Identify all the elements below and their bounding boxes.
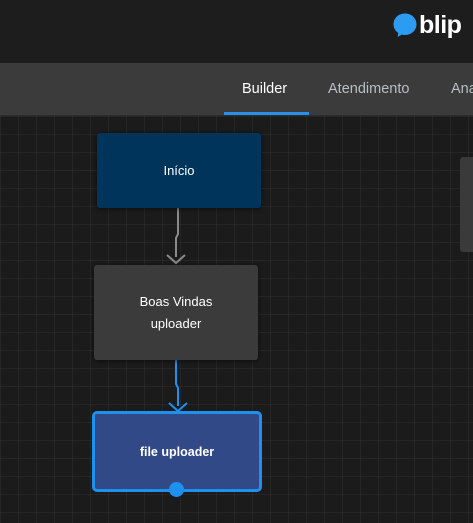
flow-node-file-uploader[interactable]: file uploader xyxy=(92,411,262,492)
logo-text: blip xyxy=(419,11,462,39)
flow-node-welcome[interactable]: Boas Vindas uploader xyxy=(94,265,258,360)
flow-node-partial[interactable] xyxy=(460,157,473,252)
connector-start-to-welcome xyxy=(175,208,179,257)
connector-arrow-blue xyxy=(168,402,188,413)
node-label-file-uploader: file uploader xyxy=(139,444,215,459)
node-label-welcome-line1: Boas Vindas xyxy=(139,293,213,309)
chat-bubble-icon xyxy=(393,13,417,37)
active-tab-indicator xyxy=(224,112,309,115)
tab-analytics[interactable]: Ana xyxy=(451,81,473,97)
tab-builder[interactable]: Builder xyxy=(242,81,288,97)
node-label-welcome-line2: uploader xyxy=(150,315,202,331)
flow-canvas[interactable]: Início Boas Vindas uploader file uploade… xyxy=(0,116,473,523)
output-connector-handle[interactable] xyxy=(169,482,184,497)
tab-atendimento[interactable]: Atendimento xyxy=(328,81,410,97)
node-label-welcome: Boas Vindas uploader xyxy=(140,291,213,335)
blip-logo[interactable]: blip xyxy=(392,10,462,40)
node-label-start: Início xyxy=(163,163,195,178)
connector-welcome-to-upload xyxy=(175,360,179,406)
top-bar: blip xyxy=(0,0,473,63)
connector-arrow-gray xyxy=(166,254,186,265)
flow-node-start[interactable]: Início xyxy=(97,133,261,208)
tab-bar: Builder Atendimento Ana xyxy=(0,63,473,116)
